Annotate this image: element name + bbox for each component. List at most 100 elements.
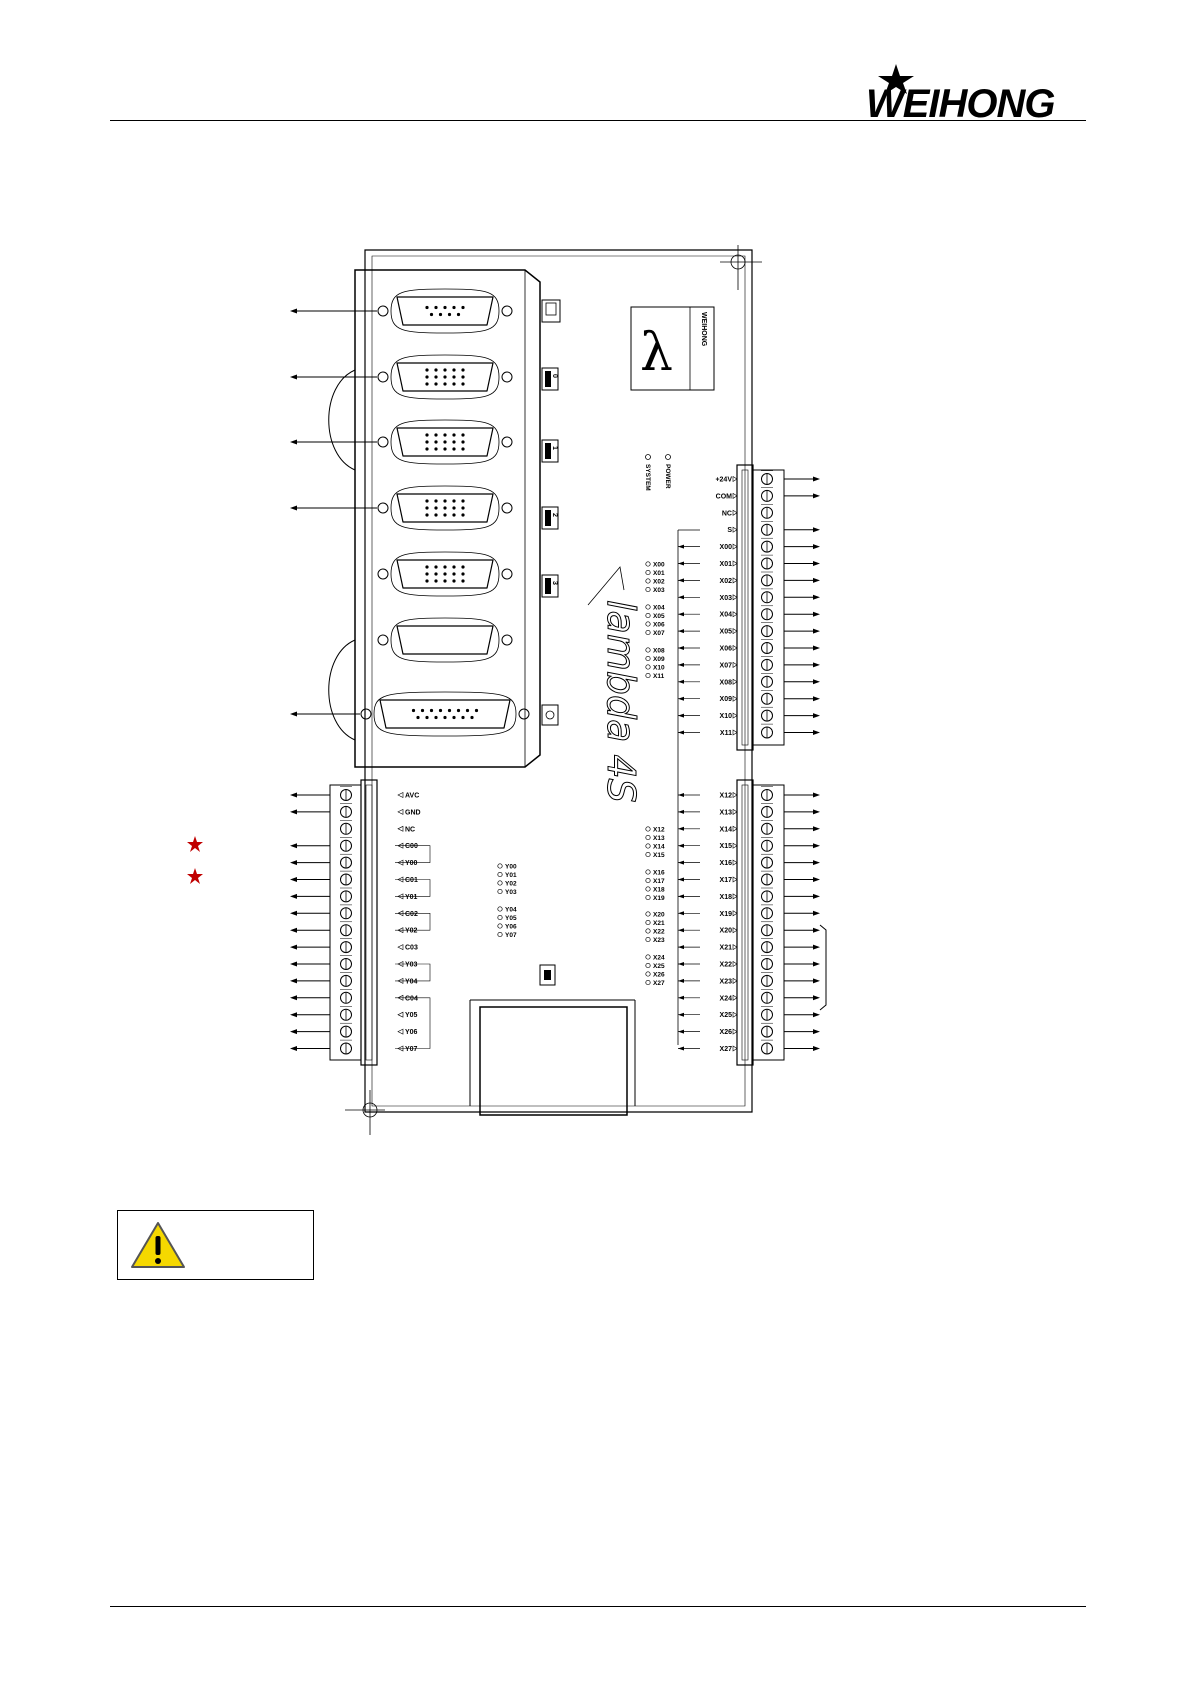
output-led	[497, 923, 503, 929]
lambda-symbol-icon: λ	[640, 323, 673, 383]
terminal-label: X04	[720, 612, 733, 619]
port-number-icon: 2	[541, 506, 559, 530]
terminal-label: X10	[720, 713, 733, 720]
dsub-connector	[377, 617, 513, 663]
terminal-label: X20	[720, 928, 733, 935]
output-led	[497, 914, 503, 921]
terminal-screw	[290, 955, 352, 970]
terminal-screw	[761, 487, 820, 502]
terminal-screw	[761, 837, 820, 852]
terminal-label: S	[727, 527, 732, 534]
terminal-label: X21	[720, 945, 733, 952]
terminal-label: X00	[720, 544, 733, 551]
terminal-label: X17	[720, 877, 733, 884]
terminal-label: Y01	[405, 894, 418, 901]
input-led-label: X18	[653, 887, 665, 894]
input-led-label: X22	[653, 929, 665, 936]
output-led	[497, 888, 503, 895]
input-led	[645, 851, 651, 858]
output-led	[497, 906, 503, 912]
terminal-screw	[761, 803, 820, 818]
terminal-label: X19	[720, 911, 733, 918]
input-led-label: X25	[653, 963, 665, 970]
output-led-label: Y00	[505, 864, 517, 871]
input-led	[645, 911, 651, 917]
terminal-screw	[761, 723, 820, 739]
terminal-label: X11	[720, 730, 732, 737]
svg-text:2: 2	[551, 513, 558, 517]
input-led-label: X08	[653, 648, 665, 655]
dsub-connector	[290, 485, 513, 531]
input-led	[645, 578, 651, 584]
terminal-screw	[761, 938, 820, 954]
input-led	[645, 834, 651, 841]
input-led-label: X13	[653, 835, 665, 842]
terminal-screw	[761, 605, 820, 621]
terminal-screw	[290, 887, 352, 903]
terminal-screw	[761, 904, 820, 920]
terminal-label: X27	[720, 1046, 733, 1053]
board-logo-text: WEIHONG	[700, 312, 707, 347]
terminal-label: AVC	[405, 793, 419, 800]
terminal-label: C00	[405, 843, 418, 850]
terminal-label: Y05	[405, 1012, 418, 1019]
right-terminal-screws	[761, 470, 820, 1055]
ethernet-port	[479, 1006, 628, 1116]
input-led	[645, 877, 651, 884]
output-led-label: Y07	[505, 932, 517, 939]
port-number-icon: 3	[541, 574, 559, 598]
terminal-screw	[290, 870, 352, 886]
weihong-logo: WEIHONG	[866, 64, 1086, 126]
terminal-label: +24V	[715, 477, 732, 484]
input-led-label: X12	[653, 827, 665, 834]
terminal-screw	[761, 955, 820, 970]
indicator-led	[665, 454, 671, 460]
star-icon	[187, 836, 203, 852]
output-led	[497, 863, 503, 869]
terminal-label: C04	[405, 995, 418, 1002]
terminal-screw	[290, 803, 352, 818]
port-number-icon: 1	[541, 439, 559, 463]
input-led	[645, 569, 651, 576]
terminal-screw	[761, 887, 820, 903]
terminal-screw	[290, 904, 352, 920]
input-led-label: X10	[653, 665, 665, 672]
terminal-screw	[761, 1022, 820, 1038]
terminal-label: X18	[720, 894, 733, 901]
input-led	[645, 962, 651, 969]
display-port-icon	[541, 299, 561, 323]
input-led	[645, 843, 651, 849]
terminal-label: Y07	[405, 1046, 418, 1053]
input-led	[645, 928, 651, 934]
terminal-label: X23	[720, 978, 733, 985]
input-led	[645, 612, 651, 619]
terminal-screw	[761, 1039, 820, 1055]
indicator-label: POWER	[664, 464, 671, 489]
terminal-label: GND	[405, 809, 421, 816]
terminal-screw	[761, 521, 820, 536]
input-led-label: X05	[653, 613, 665, 620]
terminal-screw	[761, 673, 820, 688]
dsub-connector	[290, 354, 513, 400]
terminal-screw	[761, 989, 820, 1004]
terminal-screw	[761, 786, 820, 801]
terminal-screw	[290, 989, 352, 1004]
terminal-label: X07	[720, 662, 733, 669]
output-led-label: Y05	[505, 915, 517, 922]
input-led-label: X16	[653, 870, 665, 877]
terminal-label: X12	[720, 793, 733, 800]
input-led	[645, 886, 651, 892]
dsub-connector	[290, 419, 513, 465]
warning-icon	[131, 1222, 185, 1268]
input-led-label: X23	[653, 937, 665, 944]
dsub-connector	[377, 551, 513, 597]
terminal-screw	[761, 571, 820, 587]
input-led	[645, 971, 651, 977]
input-led	[645, 979, 651, 986]
terminal-label: X22	[720, 962, 733, 969]
terminal-screw	[290, 972, 352, 987]
input-led-label: X21	[653, 920, 665, 927]
input-led	[645, 894, 651, 901]
terminal-screw	[290, 921, 352, 937]
